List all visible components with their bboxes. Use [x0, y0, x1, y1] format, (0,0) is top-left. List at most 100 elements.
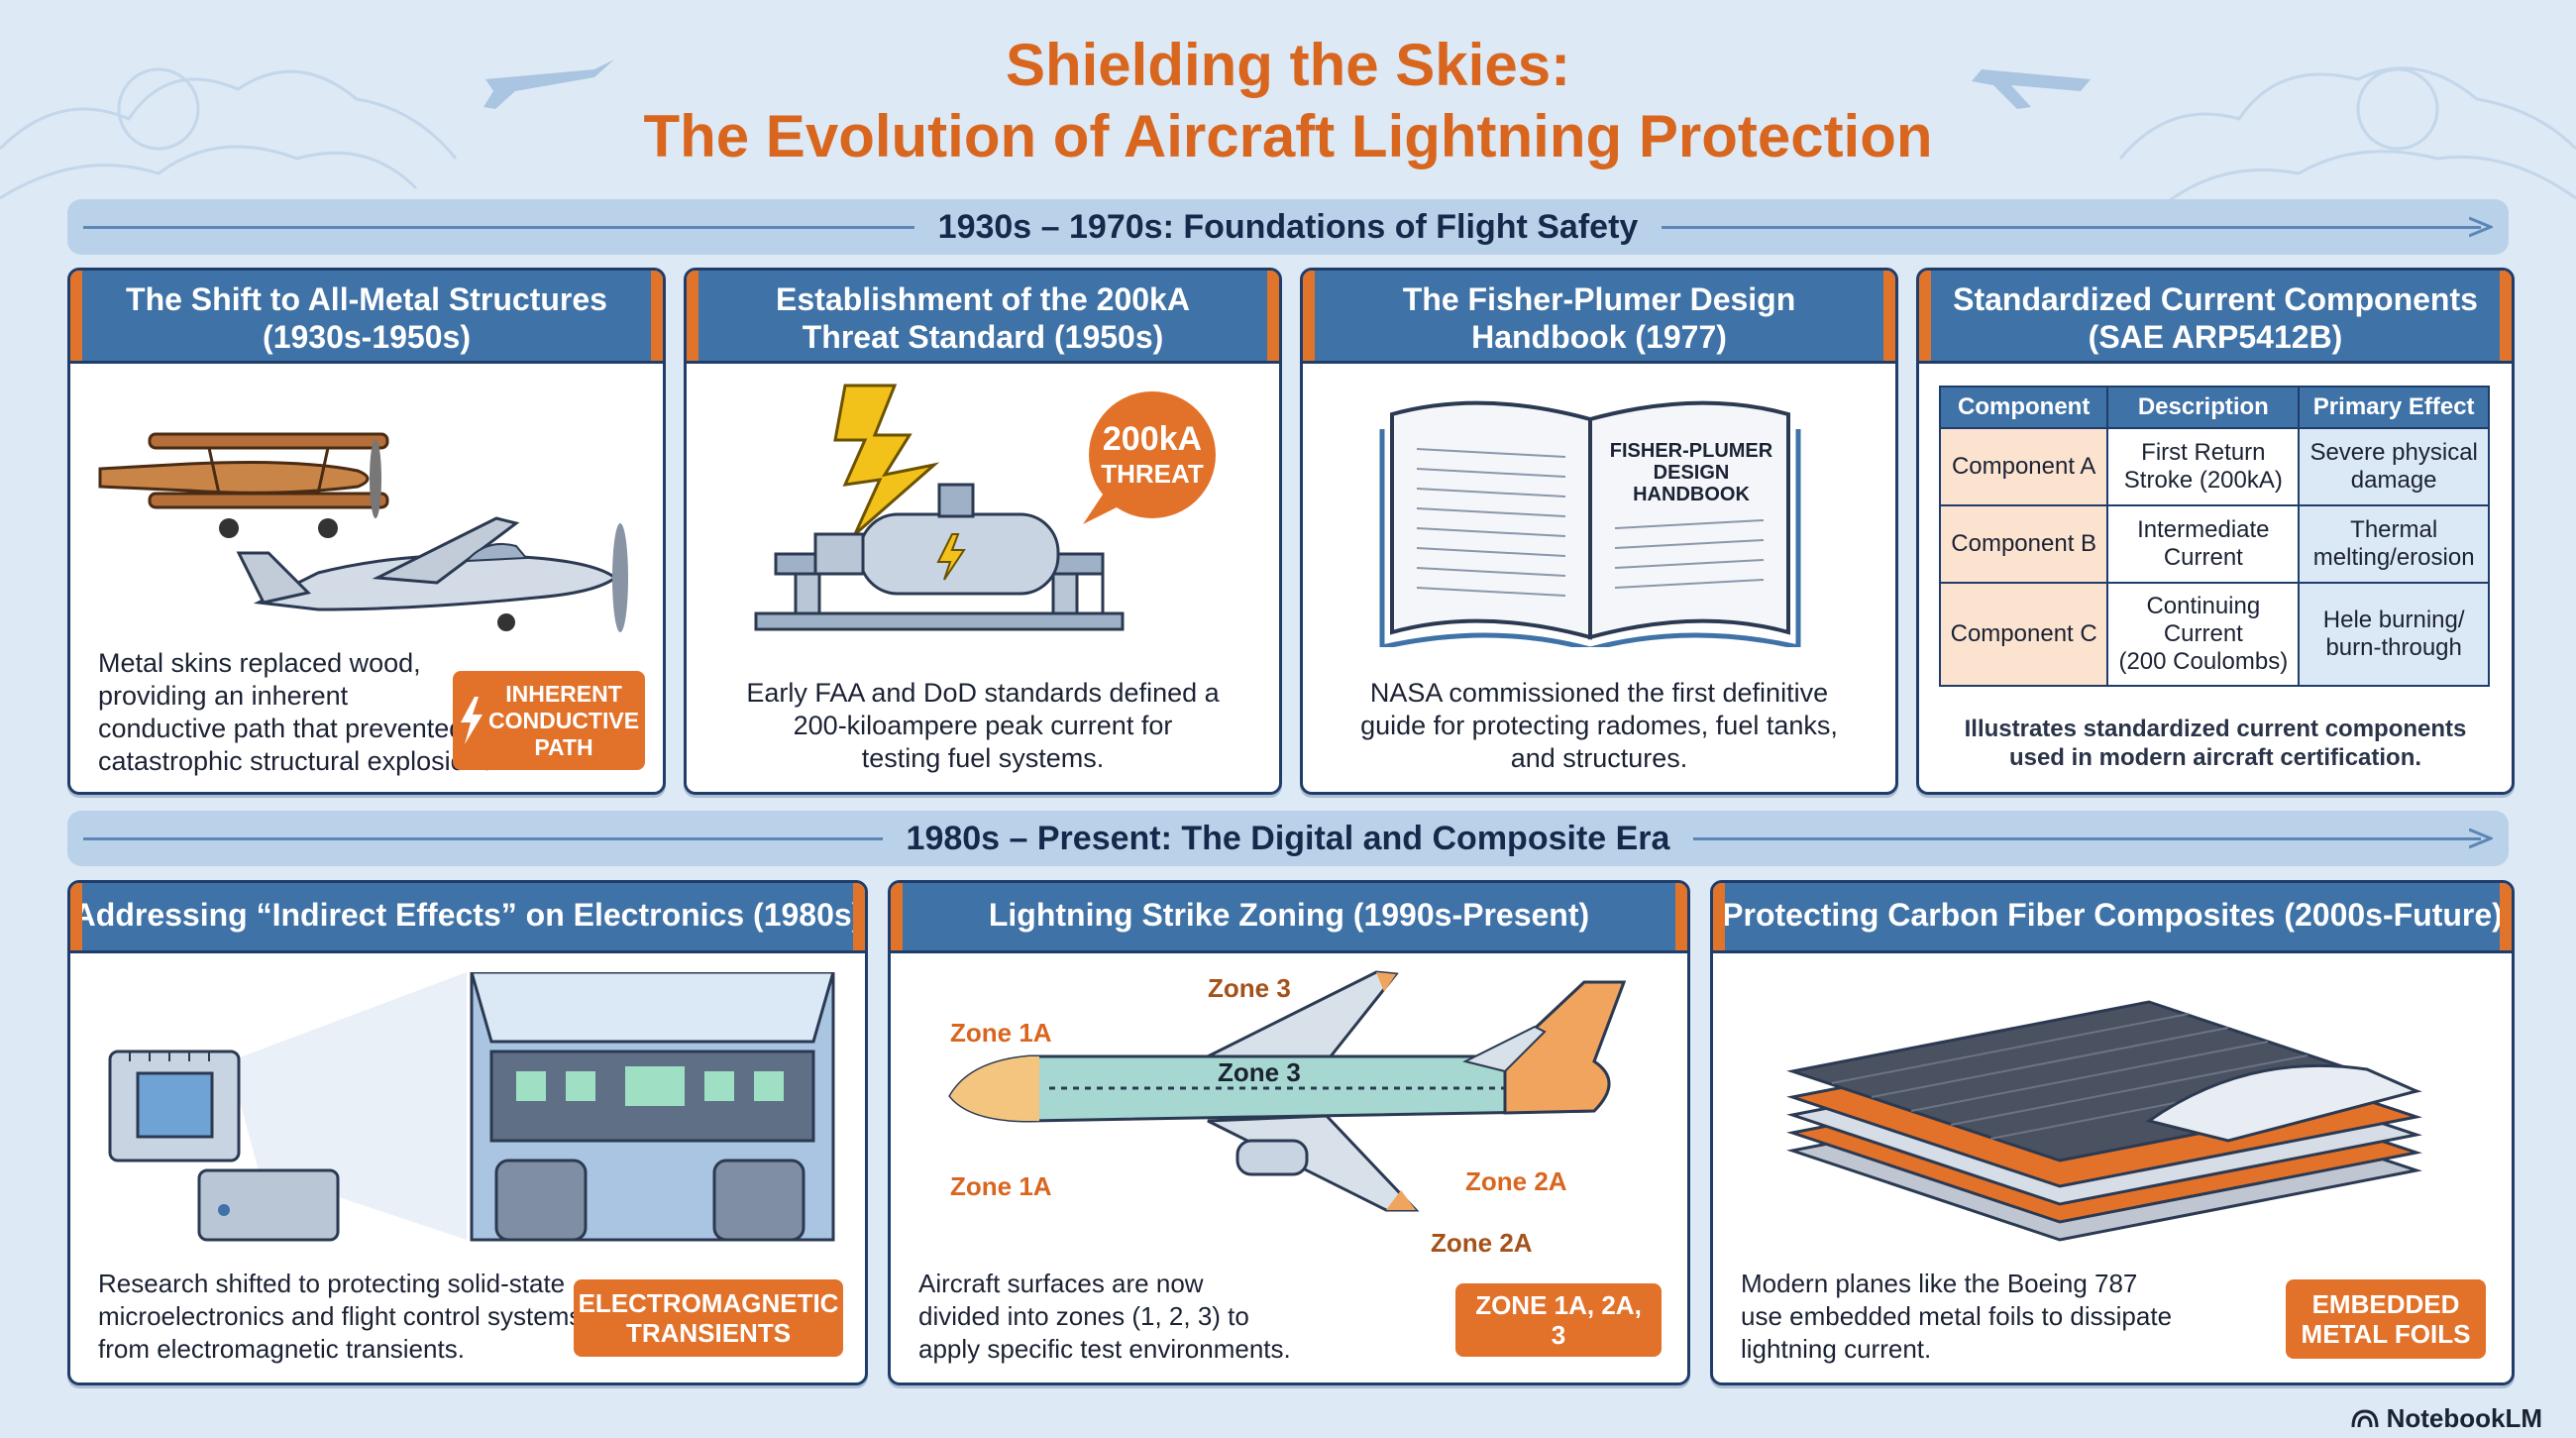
era-banner-1-label: 1930s – 1970s: Foundations of Flight Saf…: [913, 208, 1663, 246]
footer-brand: NotebookLM: [2351, 1403, 2542, 1434]
current-components-table: Component Description Primary Effect Com…: [1938, 386, 2490, 687]
card-all-metal-structures: The Shift to All-Metal Structures (1930s…: [67, 268, 666, 795]
plane-silhouette-icon: [483, 59, 2091, 109]
table-cell-effect: Hele burning/burn-through: [2298, 582, 2490, 687]
table-cell-component: Component C: [1938, 582, 2109, 687]
notebooklm-logo-icon: [2351, 1408, 2379, 1427]
card-text-line: use embedded metal foils to dissipate: [1741, 1301, 2173, 1331]
card-header: Addressing “Indirect Effects” on Electro…: [70, 883, 865, 953]
badge-electromagnetic-transients: ELECTROMAGNETIC TRANSIENTS: [574, 1279, 843, 1357]
card-text-line: lightning current.: [1741, 1334, 1932, 1364]
zone-label: Zone 1A: [950, 1018, 1052, 1048]
lightning-bolt-icon: [833, 384, 940, 536]
card-text-line: Early FAA and DoD standards defined a: [746, 678, 1220, 708]
era-banner-2-label: 1980s – Present: The Digital and Composi…: [882, 820, 1694, 857]
cockpit-icon: [470, 972, 835, 1242]
card-title-line1: Standardized Current Components: [1953, 281, 2478, 317]
badge-line: PATH: [534, 733, 593, 760]
card-text-line: guide for protecting radomes, fuel tanks…: [1360, 711, 1838, 740]
lightning-bolt-icon: [460, 697, 483, 744]
page-title-line1: Shielding the Skies:: [1005, 32, 1571, 98]
badge-line: EMBEDDED: [2311, 1289, 2460, 1319]
airplanes-illustration: [98, 432, 628, 632]
threat-bubble-icon: 200kA THREAT: [1083, 391, 1216, 524]
era-banner-1: 1930s – 1970s: Foundations of Flight Saf…: [67, 199, 2509, 255]
metal-monoplane-icon: [236, 516, 628, 632]
book-title-line1: FISHER-PLUMER: [1610, 440, 1773, 462]
card-title-line1: Establishment of the 200kA: [776, 281, 1190, 317]
bubble-line2: THREAT: [1101, 459, 1204, 489]
card-title: Lightning Strike Zoning (1990s-Present): [988, 897, 1590, 933]
badge-inherent-conductive-path: INHERENT CONDUCTIVE PATH: [453, 671, 645, 770]
table-header-cell: Description: [2106, 386, 2301, 429]
badge-line: ZONE 1A, 2A, 3: [1475, 1290, 1642, 1350]
open-book-illustration: FISHER-PLUMER DESIGN HANDBOOK: [1379, 400, 1801, 647]
bubble-line1: 200kA: [1103, 420, 1202, 458]
table-cell-component: Component A: [1938, 427, 2109, 506]
card-text-line: Modern planes like the Boeing 787: [1741, 1269, 2138, 1298]
card-text-line: catastrophic structural explosions.: [98, 746, 501, 776]
card-text-line: Aircraft surfaces are now: [918, 1269, 1204, 1298]
card-text-line: Research shifted to protecting solid-sta…: [98, 1269, 566, 1298]
card-text-line: 200-kiloampere peak current for: [793, 711, 1173, 740]
aircraft-zoning-diagram: Zone 3 Zone 1A Zone 3 Zone 1A Zone 2A Zo…: [948, 970, 1627, 1258]
badge-zones: ZONE 1A, 2A, 3: [1455, 1283, 1662, 1357]
card-title: Addressing “Indirect Effects” on Electro…: [72, 897, 863, 933]
card-text-line: and structures.: [1510, 743, 1688, 773]
card-title: Protecting Carbon Fiber Composites (2000…: [1722, 897, 2503, 933]
card-carbon-fiber-composites: Protecting Carbon Fiber Composites (2000…: [1710, 880, 2515, 1385]
card-200ka-threat-standard: Establishment of the 200kA Threat Standa…: [684, 268, 1282, 795]
badge-line: TRANSIENTS: [625, 1318, 792, 1348]
zone-label: Zone 3: [1208, 973, 1291, 1003]
arrow-right-icon: [2469, 216, 2493, 238]
card-indirect-effects: Addressing “Indirect Effects” on Electro…: [67, 880, 868, 1385]
card-standardized-current-components: Standardized Current Components (SAE ARP…: [1916, 268, 2515, 795]
table-header-cell: Primary Effect: [2298, 386, 2490, 429]
footer-brand-label: NotebookLM: [2386, 1403, 2542, 1433]
zone-label: Zone 3: [1218, 1057, 1301, 1087]
badge-embedded-metal-foils: EMBEDDED METAL FOILS: [2286, 1279, 2486, 1359]
caption-line: used in modern aircraft certification.: [2008, 744, 2422, 771]
table-header-row: Component Description Primary Effect: [1938, 386, 2490, 429]
card-text-line: apply specific test environments.: [918, 1334, 1291, 1364]
card-text-line: testing fuel systems.: [861, 743, 1105, 773]
card-text-line: conductive path that prevented: [98, 714, 465, 743]
book-title-line2: DESIGN: [1654, 462, 1730, 484]
card-title-line2: (SAE ARP5412B): [2088, 319, 2343, 355]
electronics-cockpit-illustration: [108, 972, 835, 1242]
biplane-icon: [98, 432, 389, 538]
card-header: Establishment of the 200kA Threat Standa…: [687, 271, 1279, 364]
card-title-line1: The Shift to All-Metal Structures: [126, 281, 607, 317]
card-title-line2: (1930s-1950s): [263, 319, 471, 355]
card-title-line2: Threat Standard (1950s): [802, 319, 1164, 355]
page-title-line2: The Evolution of Aircraft Lightning Prot…: [643, 103, 1933, 169]
circuit-module-icon: [108, 1050, 340, 1242]
badge-line: INHERENT: [505, 680, 622, 707]
zone-label: Zone 2A: [1465, 1166, 1567, 1196]
card-header: Standardized Current Components (SAE ARP…: [1919, 271, 2512, 364]
book-title-line3: HANDBOOK: [1633, 484, 1750, 505]
arrow-right-icon: [2469, 828, 2493, 849]
card-title-line1: The Fisher-Plumer Design: [1402, 281, 1796, 317]
zone-label: Zone 2A: [1431, 1228, 1533, 1258]
badge-line: METAL FOILS: [2301, 1319, 2471, 1349]
card-header: The Fisher-Plumer Design Handbook (1977): [1303, 271, 1895, 364]
card-text-line: NASA commissioned the first definitive: [1369, 678, 1829, 708]
card-text-line: microelectronics and flight control syst…: [98, 1301, 583, 1331]
card-header: Lightning Strike Zoning (1990s-Present): [891, 883, 1687, 953]
card-text-line: providing an inherent: [98, 681, 349, 711]
card-text-line: from electromagnetic transients.: [98, 1334, 465, 1364]
fuel-tank-icon: [754, 483, 1125, 631]
table-cell-component: Component B: [1938, 504, 2109, 584]
test-rig-illustration: 200kA THREAT: [754, 384, 1216, 631]
card-lightning-strike-zoning: Lightning Strike Zoning (1990s-Present) …: [888, 880, 1690, 1385]
